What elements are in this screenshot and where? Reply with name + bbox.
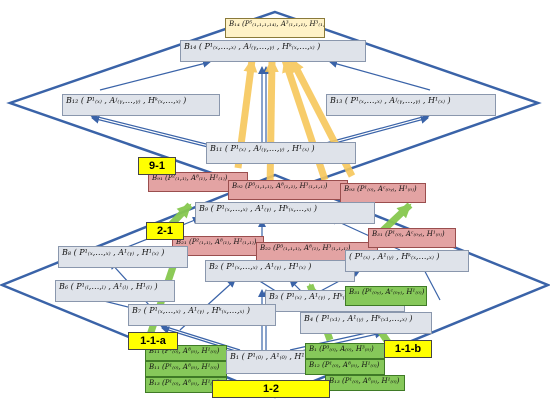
box-b9-3: B₉₃ (P¹₍₀₎, Aᶜ₍₀ᵧ₎, H¹₍₀₎) (340, 183, 426, 203)
box-b1-right-2: B₁₂ (P¹₍₀₎, A⁸₍₀₎, H¹₍₀₎) (305, 359, 385, 375)
box-b7: B₇ ( P¹₍ₓ,…,ₓ₎ , A¹₍ᵧ₎ , Hᵏ₍ₓ,…,ₓ₎ ) (128, 304, 276, 326)
box-b1-right-1: B₁ (P³₍₀₎, A₍₀₎, H³₍₀₎) (305, 343, 385, 359)
box-b1-right-3: B₁₃ (P¹₍₀₎, A⁸₍₀₎, H¹₍₀₎) (325, 375, 405, 391)
box-b14-top: B₁₄ (P⁵₍₁,₁,₁,₁₄₎, A³₍₁,₁,₁₎, H³₍₁,₁,₁₎) (225, 18, 325, 38)
box-b2: B₂ ( P¹₍ₓ,…,ₓ₎ , A¹₍ᵧ₎ , H¹₍ₓ₎ ) (205, 260, 355, 282)
box-b3-1-green: B₃₁ (P¹₍₀ᵧ₎, Aᶜ₍₀ᵧ₎, H¹₍₀₎) (345, 286, 427, 306)
box-b3-1: B₃₁ (P¹₍₀₎, Aᶜ₍₀ᵧ₎, H¹₍₀₎) (368, 228, 456, 248)
tag-1-2: 1-2 (212, 380, 330, 398)
box-b1-left-2: B₁₁ (P¹₍₀₎, A⁸₍₀₎, H¹₍₀₎) (145, 361, 227, 377)
box-b9: B₉ ( P¹₍ₓ,…,ₓ₎ , A¹₍ᵧ₎ , Hᵏ₍ₓ,…,ₓ₎ ) (195, 202, 375, 224)
box-b4: B₄ ( P¹₍ₓ₁₎ , A¹₍ᵧ₎ , Hᵏ₍ₓ₁,…,ₓ₎ ) (300, 312, 432, 334)
box-b12: B₁₂ ( P¹₍ₓ₎ , Aʲ₍ᵧ,…,ᵧ₎ , Hᵏ₍ₓ,…,ₓ₎ ) (62, 94, 220, 116)
tag-9-1: 9-1 (138, 157, 176, 175)
yellow-arrows (234, 58, 356, 191)
box-b6: B₆ ( P¹₍ₗ,…,ₗ₎ , A¹₍ₗ₎ , H¹₍ₗ₎ ) (55, 280, 175, 302)
box-b8: B₈ ( P¹₍ₓ,…,ₓ₎ , A¹₍ᵧ₎ , H¹₍ₓ₎ ) (58, 246, 188, 268)
tag-1-1-b: 1-1-b (384, 340, 432, 358)
tag-1-1-a: 1-1-a (128, 332, 178, 350)
box-b10: ( P¹₍ₓ₎ , A¹₍ᵧ₎ , Hᵏ₍ₓ,…,ₓ₎ ) (345, 250, 469, 272)
box-b13: B₁₃ ( P¹₍ₓ,…,ₓ₎ , Aʲ₍ᵧ,…,ᵧ₎ , H¹₍ₓ₎ ) (326, 94, 496, 116)
box-b9-1: B₉₁ (P²₍₁,₁₎, A⁸₍₁₎, H¹₍₁₎) (148, 172, 248, 192)
box-b14: B₁₄ ( P¹₍ₓ,…,ₓ₎ , Aʲ₍ᵧ,…,ᵧ₎ , Hᵏ₍ₓ,…,ₓ₎ … (180, 40, 366, 62)
tag-2-1: 2-1 (146, 222, 184, 240)
box-b9-2: B₉₂ (P³₍₁,₁,₁₎, A⁸₍₁,₁₎, H³₍₁,₁,₁₎) (228, 180, 348, 200)
box-b11: B₁₁ ( P¹₍ₓ₎ , Aʲ₍ᵧ,…,ᵧ₎ , H¹₍ₓ₎ ) (206, 142, 356, 164)
